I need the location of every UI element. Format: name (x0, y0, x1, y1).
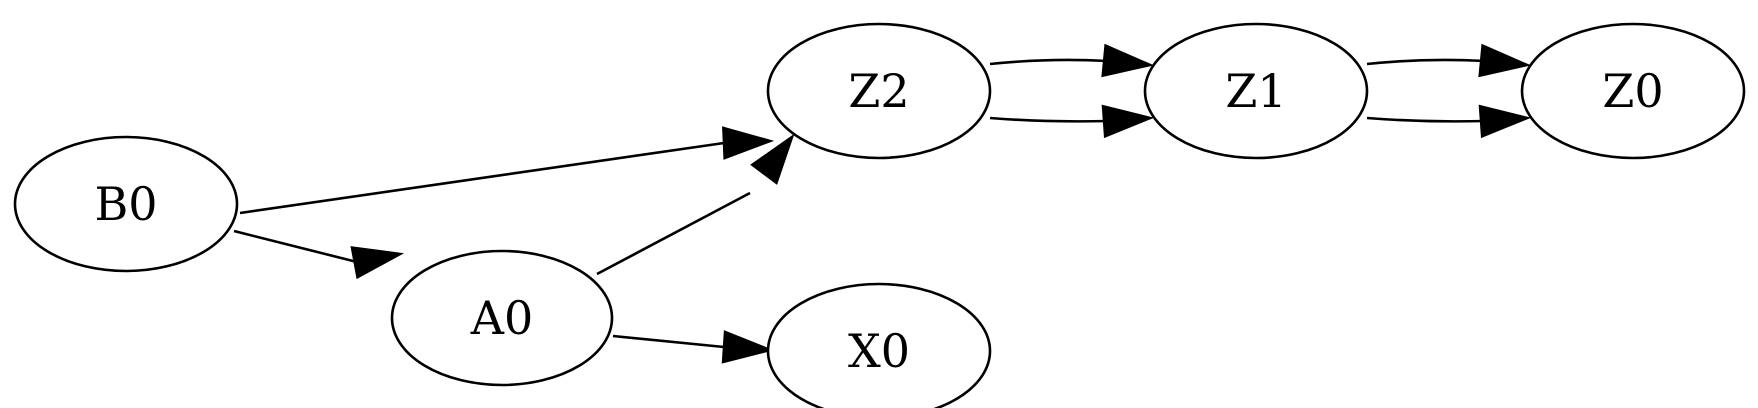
node-b0: B0 (13, 135, 239, 273)
node-label: Z2 (848, 64, 909, 118)
edge-b0-to-a0 (233, 229, 405, 280)
node-label: X0 (848, 324, 910, 378)
edge-line (989, 58, 1109, 66)
node-ellipse (13, 135, 239, 273)
arrowhead (1478, 104, 1532, 139)
node-z2: Z2 (766, 22, 992, 160)
edge-z1-to-z0 (1366, 43, 1532, 78)
node-ellipse (390, 249, 614, 387)
arrowhead (1101, 104, 1155, 139)
arrowhead (750, 133, 795, 185)
arrowhead (721, 330, 775, 364)
edge-z2-to-z1 (989, 104, 1155, 139)
edge-a0-to-z2 (596, 133, 795, 276)
node-ellipse (766, 282, 992, 408)
node-label: Z0 (1602, 64, 1663, 118)
edge-b0-to-z2 (239, 126, 775, 215)
edge-line (1366, 58, 1486, 66)
edge-a0-to-x0 (612, 330, 775, 364)
node-z1: Z1 (1143, 22, 1369, 160)
arrowhead (1478, 43, 1532, 78)
node-ellipse (1143, 22, 1369, 160)
edge-z1-to-z0 (1366, 104, 1532, 139)
arrowhead (722, 126, 775, 160)
edge-line (989, 116, 1109, 123)
node-a0: A0 (390, 249, 614, 387)
edge-line (596, 191, 751, 276)
edge-line (1366, 116, 1486, 123)
node-label: Z1 (1225, 64, 1286, 118)
graph-edges (233, 43, 1532, 364)
edge-line (239, 141, 725, 215)
arrowhead (350, 246, 405, 280)
node-ellipse (766, 22, 992, 160)
node-label: B0 (94, 177, 157, 231)
arrowhead (1101, 43, 1155, 78)
edge-z2-to-z1 (989, 43, 1155, 78)
edge-line (233, 229, 358, 264)
edge-line (612, 334, 725, 349)
node-ellipse (1520, 22, 1746, 160)
node-x0: X0 (766, 282, 992, 408)
node-label: A0 (470, 291, 534, 345)
node-z0: Z0 (1520, 22, 1746, 160)
